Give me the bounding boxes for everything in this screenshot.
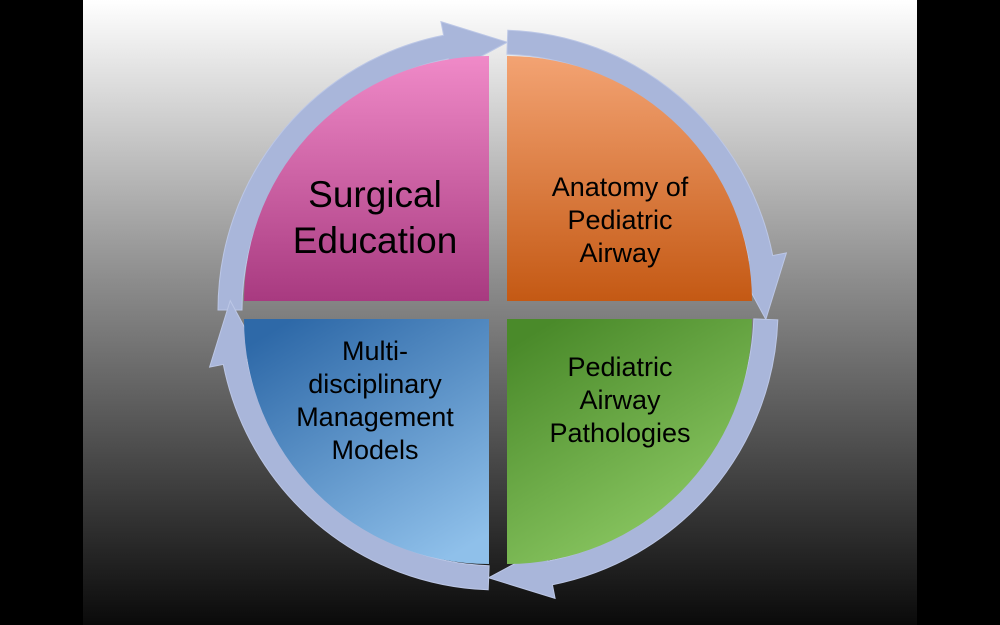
pediatric-airway-pathologies-label: Pediatric Airway Pathologies [500, 345, 740, 455]
cycle-arrows [208, 20, 788, 600]
anatomy-line-1: Anatomy of [551, 171, 689, 202]
management-line-2: disciplinary [308, 368, 442, 399]
pathologies-line-3: Pathologies [549, 417, 691, 448]
pathologies-line-2: Airway [579, 384, 661, 415]
anatomy-line-3: Airway [579, 237, 661, 268]
surgical-education-line-1: Surgical [308, 174, 442, 215]
management-line-1: Multi- [342, 335, 408, 366]
quadrant-pediatric-airway-pathologies [507, 319, 752, 564]
quadrant-multidisciplinary-management-models [244, 319, 489, 564]
pathologies-line-1: Pediatric [567, 351, 673, 382]
surgical-education-label: Surgical Education [245, 168, 505, 268]
management-line-3: Management [296, 401, 454, 432]
anatomy-line-2: Pediatric [567, 204, 673, 235]
surgical-education-line-2: Education [292, 220, 458, 261]
multidisciplinary-management-models-label: Multi- disciplinary Management Models [255, 328, 495, 473]
quadrant-surgical-education [244, 56, 489, 301]
quadrant-anatomy-of-pediatric-airway [507, 56, 752, 301]
anatomy-of-pediatric-airway-label: Anatomy of Pediatric Airway [505, 165, 735, 275]
slide-gradient-panel [83, 0, 917, 625]
management-line-4: Models [331, 434, 419, 465]
